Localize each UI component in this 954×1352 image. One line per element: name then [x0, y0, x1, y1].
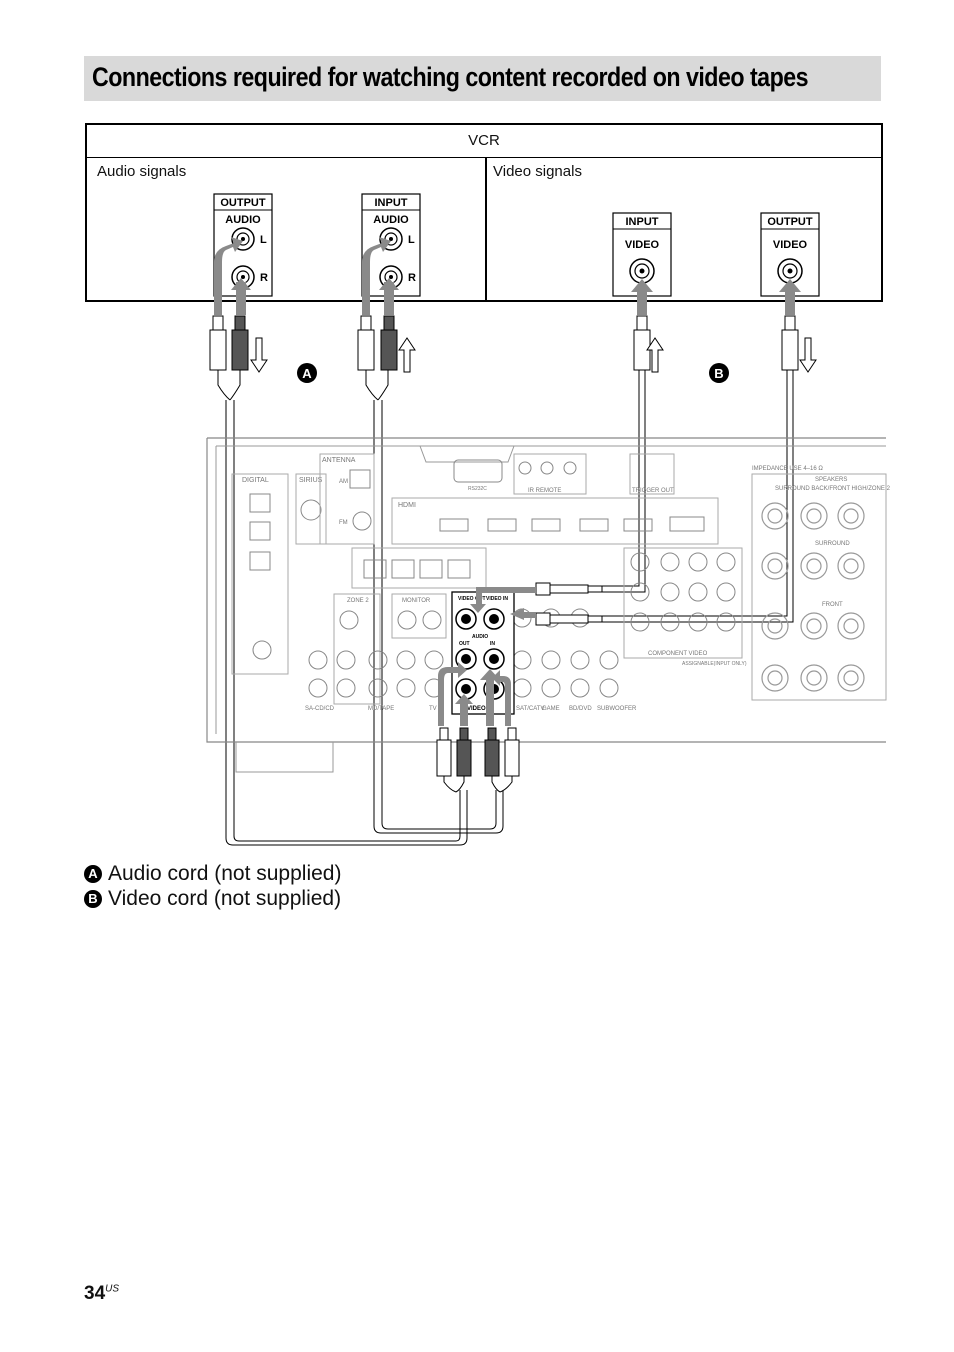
- label-digital: DIGITAL: [242, 477, 269, 484]
- svg-text:MONITOR: MONITOR: [402, 598, 431, 604]
- svg-text:B: B: [714, 366, 723, 381]
- label-video1: VIDEO 1: [467, 706, 491, 712]
- legend-item-a: A Audio cord (not supplied): [84, 862, 341, 886]
- svg-text:SURROUND: SURROUND: [815, 541, 850, 547]
- svg-text:VIDEO OUT: VIDEO OUT: [458, 596, 486, 602]
- svg-text:ASSIGNABLE(INPUT ONLY): ASSIGNABLE(INPUT ONLY): [682, 661, 747, 667]
- svg-text:GAME: GAME: [542, 706, 560, 712]
- page-number-value: 34: [84, 1283, 106, 1304]
- vcr-side-plugs: [209, 315, 817, 373]
- svg-text:BD/DVD: BD/DVD: [569, 706, 592, 712]
- receiver-rear-panel: DIGITAL SIRIUS ANTENNA AM FM RS232C IR R…: [206, 437, 891, 773]
- video-signals-label: Video signals: [493, 163, 582, 180]
- svg-text:OUT: OUT: [459, 641, 470, 647]
- legend-text-b: Video cord (not supplied): [108, 887, 342, 910]
- svg-text:IR REMOTE: IR REMOTE: [528, 488, 561, 494]
- vcr-audio-input-r: R: [408, 272, 416, 284]
- svg-text:AUDIO: AUDIO: [472, 634, 488, 640]
- video-cord-b-cables: [602, 370, 794, 623]
- svg-text:MD/TAPE: MD/TAPE: [368, 706, 394, 712]
- callout-b: B: [709, 363, 729, 383]
- svg-text:ZONE 2: ZONE 2: [347, 598, 369, 604]
- callout-a: A: [297, 363, 317, 383]
- vcr-divider: [485, 157, 487, 302]
- vcr-audio-input-header: INPUT: [375, 197, 408, 209]
- vcr-video-input-sub: VIDEO: [625, 239, 660, 251]
- svg-text:IMPEDANCE USE 4–16 Ω: IMPEDANCE USE 4–16 Ω: [752, 466, 823, 472]
- vcr-video-output-header: OUTPUT: [767, 216, 813, 228]
- svg-text:IN: IN: [490, 641, 495, 647]
- page-title: Connections required for watching conten…: [92, 62, 809, 92]
- svg-text:SAT/CATV: SAT/CATV: [516, 706, 544, 712]
- svg-text:FM: FM: [339, 520, 348, 526]
- vcr-audio-output-sub: AUDIO: [225, 214, 261, 226]
- vcr-panel: VCR Audio signals Video signals: [85, 123, 883, 302]
- label-sirius: SIRIUS: [299, 477, 323, 484]
- svg-text:SUBWOOFER: SUBWOOFER: [597, 706, 637, 712]
- svg-text:TV: TV: [429, 706, 437, 712]
- page-number: 34US: [84, 1283, 119, 1305]
- svg-text:VIDEO IN: VIDEO IN: [486, 596, 508, 602]
- svg-text:TRIGGER OUT: TRIGGER OUT: [632, 488, 674, 494]
- svg-text:A: A: [302, 366, 312, 381]
- legend-badge-b: B: [84, 890, 102, 908]
- vcr-video-output-sub: VIDEO: [773, 239, 808, 251]
- receiver-audio-plugs: [436, 662, 520, 793]
- vcr-title: VCR: [87, 125, 881, 158]
- legend-badge-a: A: [84, 865, 102, 883]
- svg-text:HDMI: HDMI: [398, 502, 416, 509]
- svg-text:RS232C: RS232C: [468, 486, 487, 492]
- audio-cord-a-cables: [217, 370, 504, 846]
- legend-item-b: B Video cord (not supplied): [84, 887, 341, 911]
- label-antenna: ANTENNA: [322, 457, 356, 464]
- title-bar: Connections required for watching conten…: [84, 56, 881, 101]
- vcr-audio-output-header: OUTPUT: [220, 197, 266, 209]
- legend-text-a: Audio cord (not supplied): [108, 862, 342, 885]
- svg-text:FRONT: FRONT: [822, 602, 843, 608]
- vcr-audio-output-l: L: [260, 234, 267, 246]
- svg-text:COMPONENT VIDEO: COMPONENT VIDEO: [648, 651, 708, 657]
- audio-signals-label: Audio signals: [97, 163, 187, 180]
- vcr-plug-arrows: [214, 237, 801, 315]
- vcr-video-input-header: INPUT: [626, 216, 659, 228]
- svg-text:SPEAKERS: SPEAKERS: [815, 477, 847, 483]
- receiver-video-plugs: [470, 582, 603, 626]
- svg-text:AM: AM: [339, 479, 348, 485]
- vcr-audio-input-sub: AUDIO: [373, 214, 409, 226]
- vcr-audio-input-l: L: [408, 234, 415, 246]
- svg-text:SURROUND BACK/FRONT HIGH/ZONE: SURROUND BACK/FRONT HIGH/ZONE 2: [775, 486, 891, 492]
- svg-text:SA-CD/CD: SA-CD/CD: [305, 706, 335, 712]
- vcr-audio-output-r: R: [260, 272, 268, 284]
- page-number-suffix: US: [105, 1283, 120, 1295]
